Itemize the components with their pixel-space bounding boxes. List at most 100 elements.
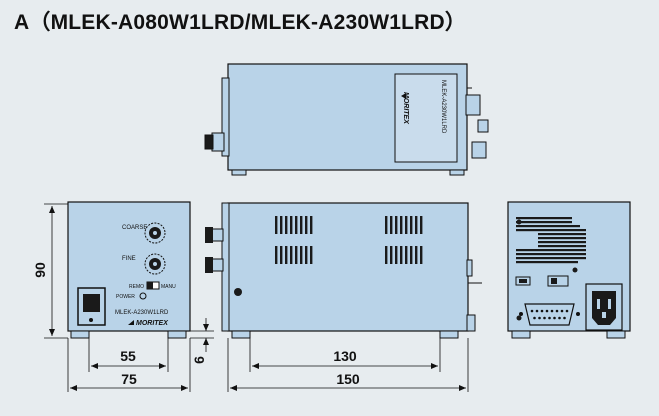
grille-fin (516, 221, 572, 224)
power-switch-rocker (83, 294, 100, 312)
dsub-pin (553, 316, 556, 320)
side-rear-post-1 (466, 259, 473, 277)
grille-fin (516, 253, 586, 256)
vent-slot (300, 246, 303, 264)
vent-slot (395, 246, 398, 264)
dim-side-inner-label: 130 (333, 348, 357, 364)
vent-slot (410, 246, 413, 264)
power-lamp-icon (139, 292, 147, 300)
vent-slot (420, 246, 423, 264)
manual-label: MANU (161, 284, 176, 290)
top-view-front-flange (221, 77, 230, 157)
side-connector-top-body (211, 228, 224, 242)
grille-fin (538, 241, 586, 244)
vent-slot (415, 246, 418, 264)
vent-slot (290, 216, 293, 234)
grille-fin (516, 249, 586, 252)
side-view (205, 202, 482, 339)
dim-height-label: 90 (32, 262, 48, 278)
front-brand-logo: MORITEX (136, 320, 169, 327)
grille-fin (516, 217, 572, 220)
fine-label: FINE (122, 256, 136, 262)
vent-slot (290, 246, 293, 264)
vent-slot (420, 216, 423, 234)
power-label: POWER (116, 294, 135, 300)
rear-screw-left-icon (516, 315, 522, 321)
dimension-lines (44, 203, 469, 392)
side-foot-right (439, 330, 459, 339)
vent-slot (415, 216, 418, 234)
dsub-pin (535, 309, 539, 313)
coarse-label: COARSE (122, 225, 147, 231)
top-view-rear-connector-2 (477, 119, 489, 133)
vent-slot (280, 246, 283, 264)
rear-screw-top-icon (516, 219, 522, 225)
vent-slot (310, 216, 313, 234)
dsub-pin (533, 316, 536, 320)
moritex-logo-icon (401, 93, 406, 99)
grille-fin (516, 261, 578, 264)
rear-screw-top-right-icon (572, 267, 578, 273)
top-view-foot-right (449, 169, 465, 176)
dsub-pin (543, 316, 546, 320)
vent-slot (285, 216, 288, 234)
dsub-pins (530, 309, 569, 320)
front-moritex-logo-icon (128, 320, 134, 325)
rear-foot-left (511, 330, 531, 339)
grille-fin (516, 225, 580, 228)
top-view-label-text: MLEK-A230W1LRD (440, 80, 446, 134)
rear-heatsink-grille (516, 217, 586, 264)
side-vent-slots (275, 216, 423, 264)
top-view-rear-connector-3 (471, 141, 487, 159)
vent-slot (280, 216, 283, 234)
vent-slot (295, 246, 298, 264)
dsub-pin (545, 309, 549, 313)
grille-fin (516, 257, 586, 260)
drawing-title: A（MLEK-A080W1LRD/MLEK-A230W1LRD） (14, 11, 467, 34)
dsub-pin (558, 316, 561, 320)
vent-slot (300, 216, 303, 234)
vent-slot (405, 246, 408, 264)
top-view-foot-left (231, 169, 247, 176)
side-connector-bottom-cap (205, 257, 213, 273)
rear-dsub-connector-icon (524, 303, 575, 326)
vent-slot (305, 216, 308, 234)
vent-slot (295, 216, 298, 234)
vent-slot (400, 216, 403, 234)
front-view: COARSE FINE REMO MANU POWER MLEK-A230W1L… (67, 201, 191, 339)
vent-slot (410, 216, 413, 234)
remote-label: REMO (129, 284, 144, 290)
front-foot-left (70, 330, 90, 339)
dim-foot-label: 6 (191, 356, 207, 364)
grille-fin (538, 233, 586, 236)
grille-fin (538, 245, 586, 248)
top-view-brand-logo: MORITEX (402, 92, 409, 125)
grille-fin (516, 229, 586, 232)
grille-fin (538, 237, 586, 240)
dim-front-width-label: 75 (121, 371, 137, 387)
top-view-rear-connector-1 (465, 94, 481, 116)
side-rear-post-2 (466, 314, 476, 332)
rear-dip-switch (547, 275, 569, 287)
vent-slot (395, 216, 398, 234)
dsub-pin (538, 316, 541, 320)
dsub-pin (548, 316, 551, 320)
side-connector-top-cap (205, 227, 213, 243)
dim-front-inner-label: 55 (120, 348, 136, 364)
top-view: MLEK-A230W1LRD MORITEX (204, 63, 489, 176)
vent-slot (305, 246, 308, 264)
dsub-pin (565, 309, 569, 313)
vent-slot (285, 246, 288, 264)
top-view-connector-cap (204, 134, 214, 150)
dsub-pin (560, 309, 564, 313)
vent-slot (405, 216, 408, 234)
dsub-pin (530, 309, 534, 313)
rear-view (507, 201, 631, 339)
vent-slot (390, 246, 393, 264)
top-view-connector-body (211, 132, 225, 152)
dsub-pin (555, 309, 559, 313)
vent-slot (400, 246, 403, 264)
dsub-pin (540, 309, 544, 313)
side-view-body (227, 202, 469, 332)
